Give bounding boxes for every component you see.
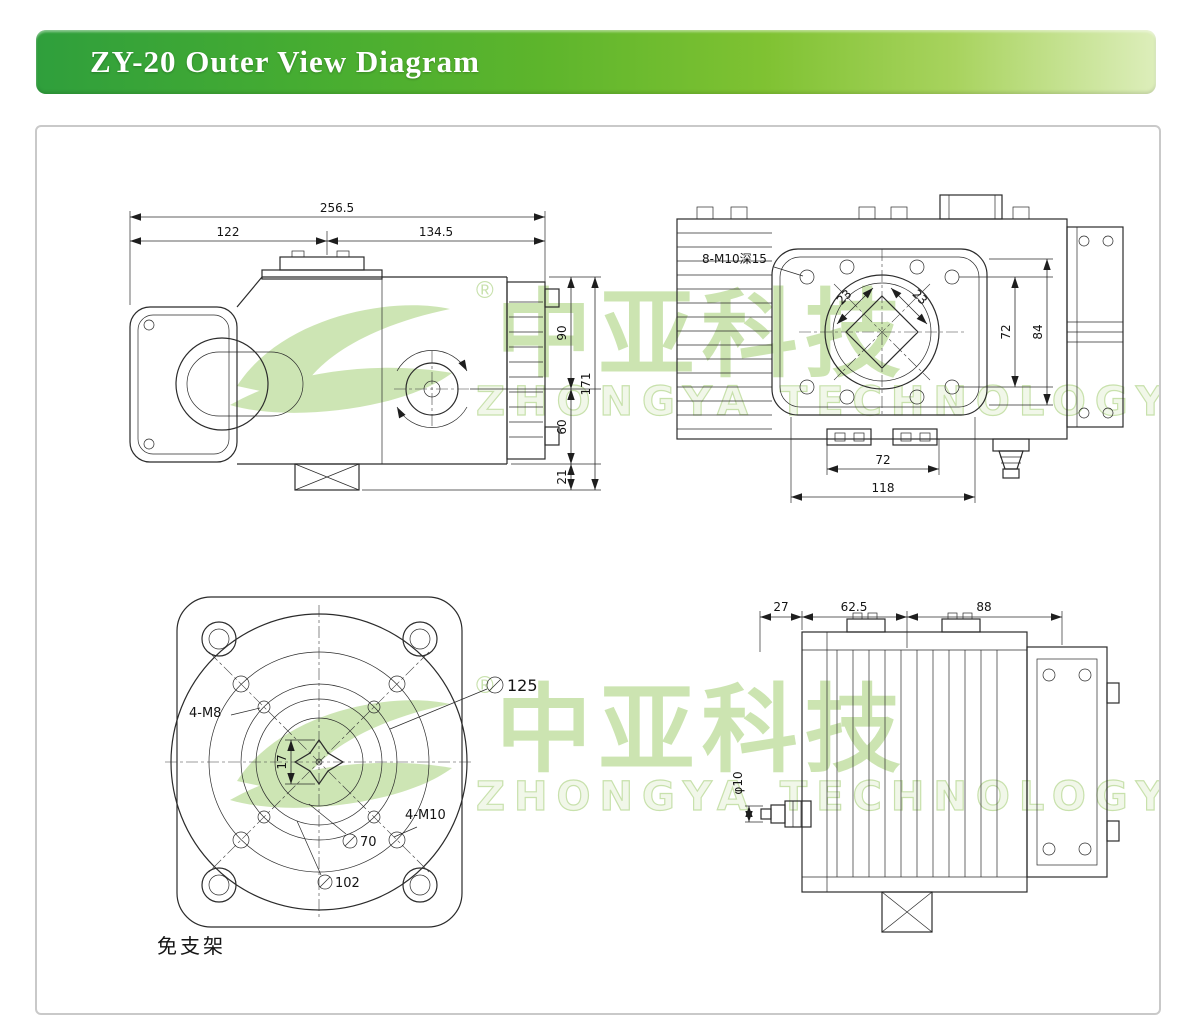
outer-height-dim: 84 [1031,324,1045,339]
diagram-canvas: 256.5 122 134.5 90 60 21 171 [129,194,1124,958]
rear-dim-b: 62.5 [841,600,868,614]
rear-dim-c: 88 [976,600,991,614]
stub-height-dim: 21 [555,469,569,484]
square-dim-a: 23 [834,287,855,308]
diagram-panel: ®中亚科技 ZHONGYA TECHNOLOGY ®中亚科技 ZHONGYA T… [35,125,1161,1015]
page-title: ZY-20 Outer View Diagram [90,44,480,79]
m10-label: 4-M10 [405,808,446,823]
gland-dia-dim: φ10 [731,771,745,794]
m8-label: 4-M8 [189,706,221,721]
header-banner: ZY-20 Outer View Diagram [36,30,1156,94]
overall-height-dim: 171 [579,373,593,396]
inner-height-dim: 72 [999,324,1013,339]
overall-width-dim: 256.5 [320,201,354,215]
dia-102-label: 102 [335,876,360,891]
bottom-height-dim: 60 [555,419,569,434]
front-view-drawing: 23 23 8-M10深15 [676,194,1124,503]
side-view-drawing: 256.5 122 134.5 90 60 21 171 [129,201,601,491]
left-width-dim: 122 [217,225,240,239]
dia-70-label: 70 [360,835,377,850]
rear-view-drawing: 27 62.5 88 φ10 [731,600,1120,933]
top-height-dim: 90 [555,325,569,340]
right-width-dim: 134.5 [419,225,453,239]
bolt-spacing-dim: 72 [875,453,890,467]
rear-dim-a: 27 [773,600,788,614]
dia-125-label: 125 [507,676,538,695]
flange-caption: 免支架 [157,934,226,958]
bolt-spec-label: 8-M10深15 [702,252,767,266]
flange-view-drawing: 4-M8 4-M10 125 70 102 1 [157,596,538,958]
hole-spacing-dim: 118 [872,481,895,495]
center-dim: 17 [275,754,289,769]
square-dim-b: 23 [909,287,930,308]
